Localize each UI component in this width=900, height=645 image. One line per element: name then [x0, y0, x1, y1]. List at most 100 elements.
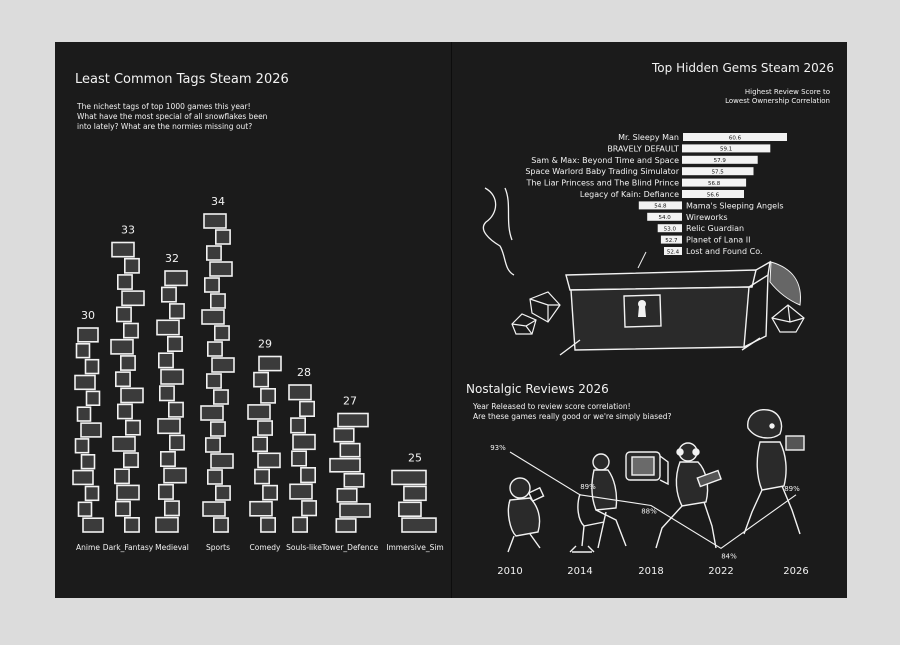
tag-bar-block — [301, 500, 317, 517]
tag-bar-block — [206, 373, 222, 389]
tag-bar-block — [207, 341, 223, 357]
gem-name-label: Legacy of Kain: Defiance — [580, 190, 679, 199]
gem-row: 54.0 Wireworks — [647, 212, 728, 222]
tag-bar-block — [124, 257, 140, 274]
tag-bar-block — [200, 405, 224, 421]
tag-value-label: 30 — [81, 309, 95, 322]
nostalgia-year-label: 2014 — [567, 566, 592, 577]
tag-bar-block — [75, 342, 91, 359]
tag-bar-block — [168, 401, 184, 418]
tag-bar-block — [203, 213, 227, 229]
tags-chart-description-3: into lately? What are the normies missin… — [77, 122, 252, 131]
tag-bar-block — [115, 500, 131, 517]
tag-value-label: 33 — [121, 224, 135, 237]
tag-bar — [72, 327, 104, 533]
gem-bar — [647, 212, 682, 221]
tag-bar-block — [260, 387, 276, 404]
nostalgia-chart-description-1: Year Released to review score correlatio… — [472, 402, 631, 411]
tag-bar-block — [167, 335, 183, 352]
gem-value-label: 54.0 — [658, 215, 671, 221]
tag-bar-block — [247, 404, 271, 420]
tag-bar-block — [114, 468, 130, 485]
gem-name-label: Mama's Sleeping Angels — [686, 201, 783, 210]
gem-name-label: Wireworks — [686, 213, 728, 222]
tag-bar-block — [80, 422, 102, 438]
tag-bar-block — [164, 270, 188, 287]
nostalgia-value-label: 89% — [784, 485, 800, 493]
tag-bar-block — [339, 442, 361, 458]
tag-bar-block — [161, 286, 177, 303]
tag-bar-block — [214, 325, 230, 341]
gem-bar — [682, 178, 747, 187]
gem-name-label: Lost and Found Co. — [686, 247, 763, 256]
tag-bar-block — [210, 453, 234, 469]
gem-row: 60.6Mr. Sleepy Man — [618, 133, 787, 142]
tag-bar-block — [215, 485, 231, 501]
tag-bar-block — [215, 229, 231, 245]
tag-bar-block — [205, 437, 221, 453]
nostalgia-year-label: 2026 — [783, 566, 808, 577]
tag-value-label: 27 — [343, 395, 357, 408]
tag-bar-block — [164, 500, 180, 517]
gems-chart-subtitle-1: Highest Review Score to — [745, 88, 830, 96]
tag-bar-block — [80, 453, 96, 470]
gem-value-label: 52.7 — [665, 238, 678, 244]
tag-bar-block — [117, 403, 133, 420]
tag-bar-block — [391, 469, 427, 486]
tag-bar-block — [77, 327, 99, 343]
nostalgia-chart-title: Nostalgic Reviews 2026 — [466, 382, 609, 396]
tags-chart-title: Least Common Tags Steam 2026 — [75, 72, 289, 87]
tag-bar-block — [169, 434, 185, 451]
tag-bar-block — [253, 371, 269, 388]
tag-bar-block — [290, 417, 306, 434]
gem-name-label: Space Warlord Baby Trading Simulator — [525, 167, 679, 176]
gem-bar — [657, 224, 682, 233]
tag-value-label: 34 — [211, 195, 225, 208]
tag-bar-block — [85, 390, 101, 406]
tag-bar-block — [213, 517, 229, 533]
keyhole-icon — [638, 300, 646, 317]
tag-bar-block — [257, 452, 281, 469]
nostalgia-line — [509, 451, 797, 549]
tag-category-label: Souls-like — [286, 543, 322, 552]
tag-bar-block — [288, 384, 312, 401]
tag-bar-block — [84, 358, 100, 375]
nostalgia-value-label: 89% — [580, 483, 596, 491]
nostalgia-value-label: 88% — [641, 508, 657, 516]
wing-shape-icon — [769, 261, 801, 306]
tag-bar-block — [202, 501, 226, 517]
tag-bar-block — [120, 387, 144, 404]
nostalgia-chart-description-2: Are these games really good or we're sim… — [473, 412, 672, 421]
gem-value-label: 59.1 — [720, 147, 732, 153]
tag-bar-block — [84, 485, 100, 502]
tag-bar-block — [163, 467, 187, 484]
tag-bar-block — [333, 427, 355, 443]
tag-bar — [247, 355, 282, 533]
tag-bar-block — [155, 516, 179, 533]
tag-bar-block — [201, 309, 225, 325]
gem-value-label: 53.0 — [664, 227, 677, 233]
scribble-left-icon — [482, 187, 515, 276]
tag-bar-block — [211, 357, 235, 373]
tag-bar — [155, 270, 188, 533]
tags-chart-description-2: What have the most special of all snowfl… — [77, 112, 268, 121]
gem-value-label: 57.5 — [712, 170, 725, 176]
tag-value-label: 32 — [165, 252, 179, 265]
tag-bar-block — [74, 438, 90, 454]
tag-category-label: Dark_Fantasy — [103, 543, 154, 552]
tag-bar-block — [300, 466, 316, 484]
tag-bar-block — [82, 517, 104, 533]
tag-bar-block — [158, 483, 174, 500]
tag-bar-block — [254, 468, 270, 485]
tag-bar-block — [339, 503, 371, 518]
tag-category-label: Tower_Defence — [321, 543, 379, 552]
tag-bar-block — [160, 368, 184, 385]
tag-value-label: 25 — [408, 452, 422, 465]
